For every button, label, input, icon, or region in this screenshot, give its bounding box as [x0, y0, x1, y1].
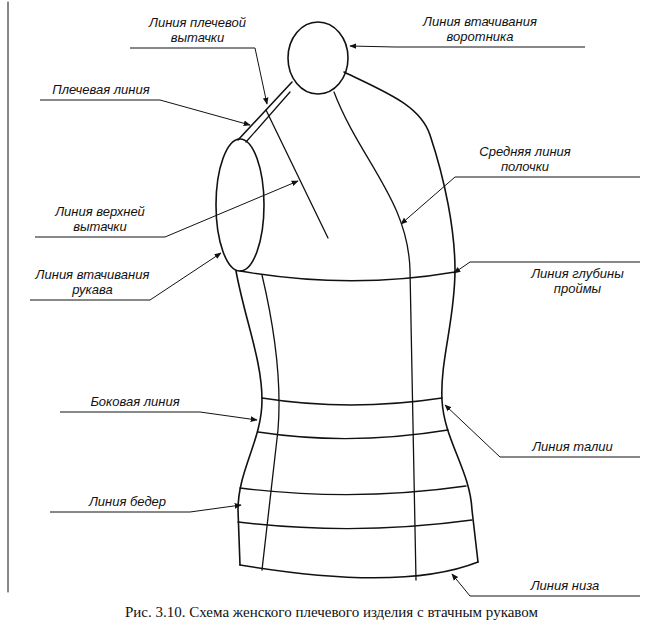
part-label: Плечевая линия: [42, 82, 160, 97]
part-label: Линия талии: [515, 439, 630, 454]
part-label: Линия низа: [505, 578, 625, 593]
armhole-depth-line: [240, 271, 455, 281]
leader-line: [60, 412, 257, 420]
leader-line: [30, 253, 221, 300]
part-label: Линия глубины проймы: [525, 266, 630, 296]
dart-line: [266, 110, 328, 238]
shoulder-line: [246, 92, 290, 142]
leader-line: [401, 177, 640, 224]
leader-line: [452, 574, 640, 596]
neck-opening: [288, 22, 348, 94]
waist-line: [262, 398, 442, 405]
side-seam: [262, 275, 279, 570]
part-label: Линия плечевой вытачки: [140, 15, 255, 45]
part-label: Средняя линия полочки: [470, 144, 580, 174]
part-label: Линия втачивания воротника: [405, 14, 555, 44]
leader-line: [350, 46, 585, 47]
leader-line: [445, 405, 640, 457]
waist-line: [258, 430, 448, 439]
figure-caption: Рис. 3.10. Схема женского плечевого изде…: [125, 604, 538, 621]
leader-line: [130, 48, 267, 104]
part-label: Боковая линия: [80, 394, 190, 409]
leader-line: [35, 181, 298, 237]
frame-line: [8, 2, 9, 592]
center-front-line: [334, 92, 416, 580]
hip-line: [240, 486, 466, 495]
shoulder-line: [238, 82, 292, 140]
leader-line: [40, 100, 250, 125]
hip-line: [238, 520, 472, 529]
hem-line: [240, 562, 478, 578]
part-label: Линия втачивания рукава: [35, 267, 150, 297]
part-label: Линия верхней вытачки: [40, 204, 160, 234]
part-label: Линия бедер: [70, 494, 185, 509]
